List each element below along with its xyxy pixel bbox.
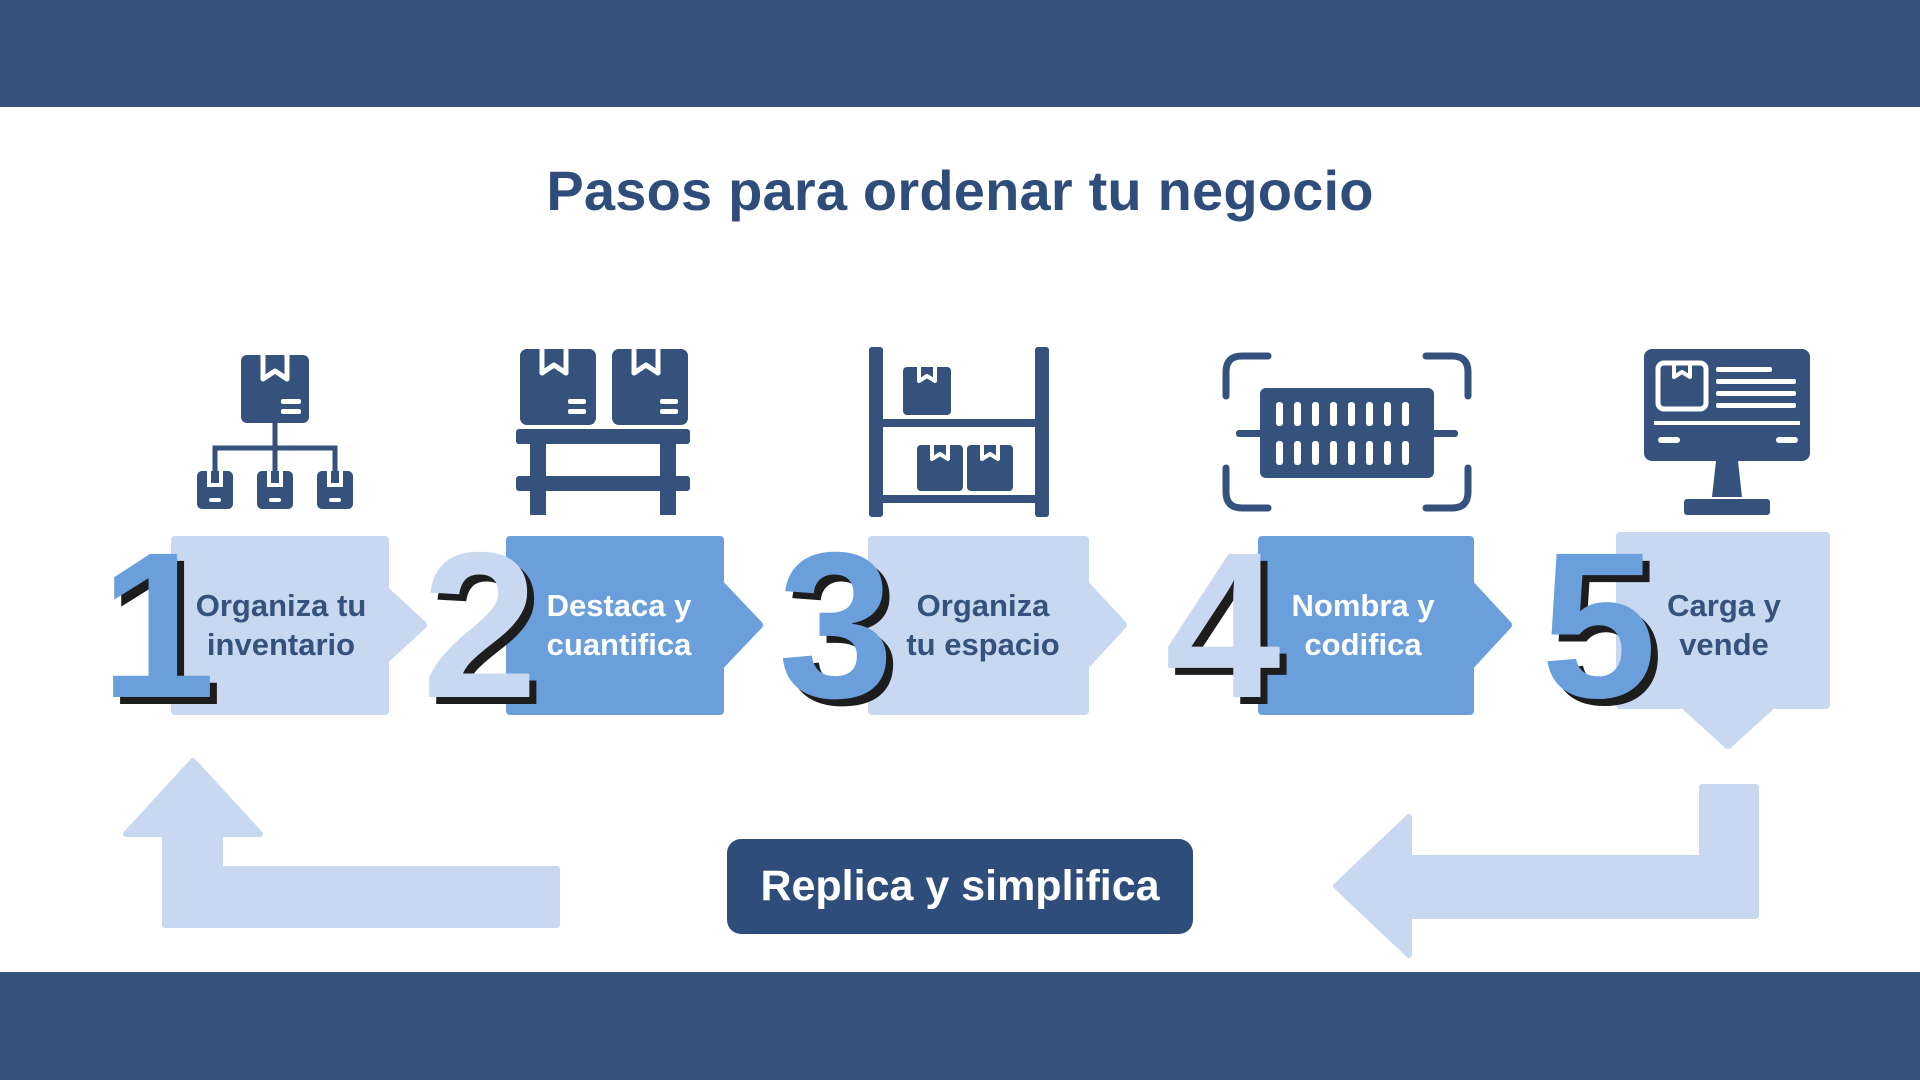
step-1-label-line2: inventario [206,627,356,662]
step-3-label: Organiza tu espacio [878,586,1088,664]
step-2-number: 2 [422,510,538,742]
step-3-label-line2: tu espacio [906,627,1060,662]
storage-shelf-icon [869,347,1049,517]
step-2-label-line2: cuantifica [546,627,692,662]
step-1-label: Organiza tu inventario [176,586,386,664]
hierarchy-boxes-icon [197,355,353,509]
step-3-number: 3 [778,510,894,742]
step-4-label: Nombra y codifica [1258,586,1468,664]
step-5-label-line1: Carga y [1667,588,1781,623]
replica-simplifica-button[interactable]: Replica y simplifica [727,839,1193,934]
step-5-box [1616,532,1830,749]
step-2-box [506,536,763,715]
step-1-number: 1 [100,510,216,742]
computer-inventory-icon [1644,349,1810,515]
return-arrow-right [1333,784,1759,958]
step-3-label-line1: Organiza [916,588,1050,623]
step-1-box [171,536,427,715]
barcode-scan-icon [1222,352,1472,512]
bottom-band [0,972,1920,1080]
step-4-label-line2: codifica [1304,627,1422,662]
step-5-label: Carga y vende [1622,586,1826,664]
step-1-label-line1: Organiza tu [195,588,367,623]
step-4-box [1258,536,1512,715]
return-arrow-left [123,758,560,928]
step-3-box [868,536,1127,715]
step-4-label-line1: Nombra y [1291,588,1435,623]
step-5-number: 5 [1541,510,1657,742]
step-2-label-line1: Destaca y [546,588,692,623]
boxes-on-pallet-icon [516,349,690,515]
step-2-label: Destaca y cuantifica [514,586,724,664]
step-4-number: 4 [1165,510,1281,742]
top-band [0,0,1920,107]
step-5-label-line2: vende [1679,627,1769,662]
page-title: Pasos para ordenar tu negocio [546,159,1374,222]
